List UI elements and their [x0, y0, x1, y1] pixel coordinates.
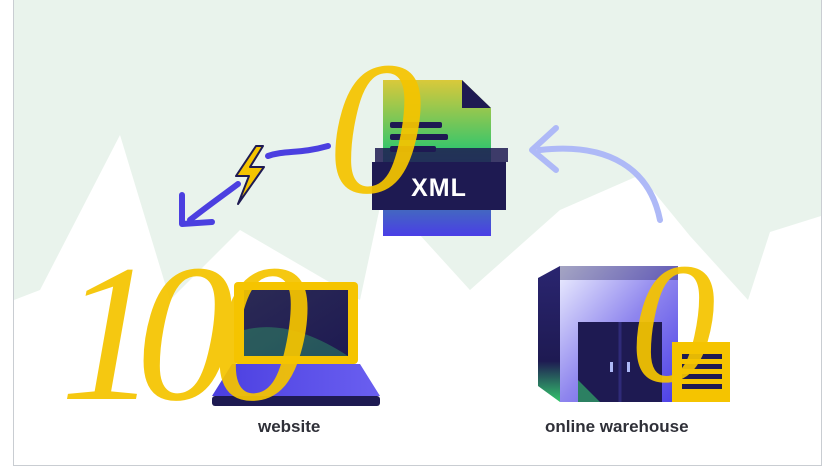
arrow-warehouse-to-file-head	[529, 125, 559, 173]
warehouse-label: online warehouse	[545, 417, 689, 436]
website-count: 100	[60, 225, 310, 442]
laptop-icon	[212, 282, 380, 406]
arrow-file-to-website-head	[179, 192, 215, 227]
warehouse-count: 0	[630, 229, 716, 419]
xml-badge-text: XML	[411, 174, 467, 202]
website-label: website	[258, 417, 321, 436]
xml-count: 0	[328, 24, 423, 234]
warehouse-icon	[538, 266, 730, 402]
lightning-icon	[235, 145, 265, 205]
arrow-file-to-website-top	[265, 143, 331, 159]
arrow-file-to-website-bottom	[187, 181, 241, 223]
xml-file-icon	[372, 80, 508, 236]
arrow-warehouse-to-file	[537, 145, 663, 223]
